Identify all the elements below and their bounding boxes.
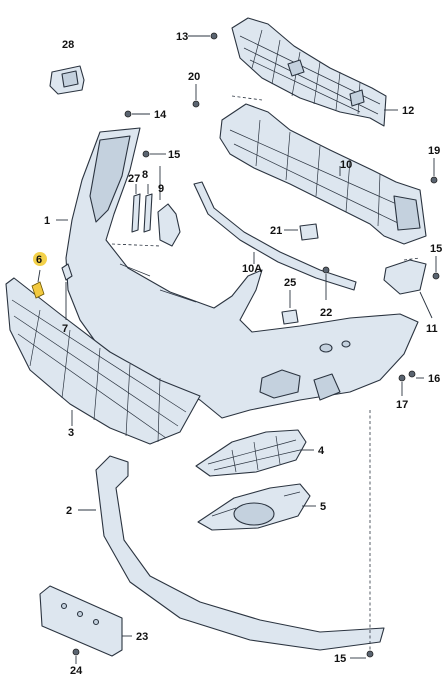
- label-21: 21: [270, 225, 282, 237]
- label-4: 4: [318, 445, 325, 457]
- part-10-carrier: [219, 103, 427, 245]
- label-17: 17: [396, 399, 408, 411]
- label-23: 23: [136, 631, 148, 643]
- part-11-bracket: [383, 259, 427, 295]
- part-12-upper-grille: [231, 17, 387, 127]
- label-10: 10: [340, 159, 352, 171]
- label-25: 25: [284, 277, 296, 289]
- leader-lines: [37, 35, 437, 664]
- part-7-clip: [61, 263, 73, 281]
- part-4-fog-grille: [195, 429, 307, 477]
- part-3-lower-grille: [5, 277, 201, 445]
- label-6: 6: [36, 254, 42, 266]
- label-19: 19: [428, 145, 440, 157]
- label-7: 7: [62, 323, 68, 335]
- label-11: 11: [426, 323, 438, 335]
- part-2-spoiler: [95, 455, 385, 651]
- label-5: 5: [320, 501, 326, 513]
- label-24: 24: [70, 665, 83, 676]
- label-2: 2: [66, 505, 72, 517]
- label-20: 20: [188, 71, 200, 83]
- part-labels: 28 13 20 14 12 15 27 8 9 10 19 1 21 15 1…: [36, 31, 442, 676]
- label-15: 15: [168, 149, 180, 161]
- part-1-bumper-cover: [65, 127, 419, 419]
- label-16: 16: [428, 373, 440, 385]
- label-14: 14: [154, 109, 167, 121]
- label-8: 8: [142, 169, 148, 181]
- part-25-clip: [281, 309, 299, 325]
- part-23-plate-holder: [39, 585, 123, 657]
- part-27-8-brackets: [131, 193, 153, 233]
- label-9: 9: [158, 183, 164, 195]
- part-21-clip: [299, 223, 319, 241]
- label-22: 22: [320, 307, 332, 319]
- part-5-fog-bezel: [197, 483, 311, 531]
- label-10A: 10A: [242, 263, 262, 275]
- label-15c: 15: [334, 653, 346, 665]
- label-3: 3: [68, 427, 74, 439]
- screws: [72, 32, 440, 658]
- label-15b: 15: [430, 243, 442, 255]
- label-27: 27: [128, 173, 140, 185]
- label-1: 1: [44, 215, 50, 227]
- part-28-cap: [49, 65, 85, 95]
- highlight-label-6: [33, 252, 47, 266]
- label-28: 28: [62, 39, 74, 51]
- part-9-bracket: [157, 203, 181, 247]
- label-13: 13: [176, 31, 188, 43]
- part-10A-strip: [193, 181, 357, 291]
- label-12: 12: [402, 105, 414, 117]
- part-6-clip: [31, 281, 45, 299]
